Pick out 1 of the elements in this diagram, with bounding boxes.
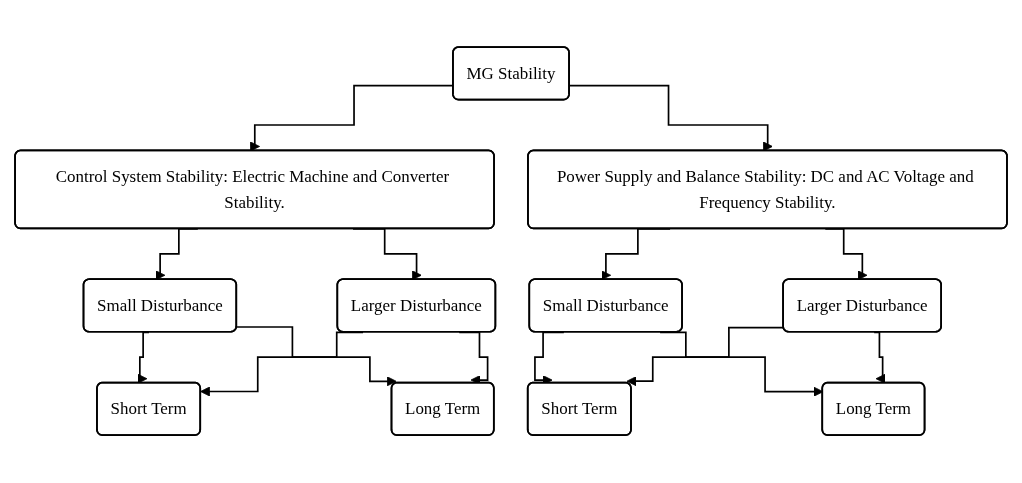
arrow [236,326,397,387]
